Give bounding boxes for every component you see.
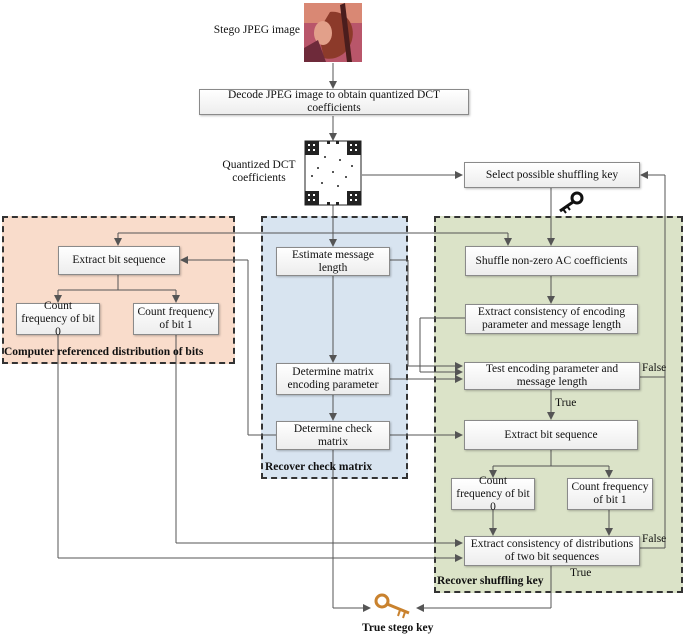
- test-param-box: Test encoding parameter and message leng…: [464, 362, 640, 390]
- encoding-param-box: Determine matrix encoding parameter: [276, 363, 390, 395]
- dct-label: Quantized DCT coefficients: [222, 159, 296, 184]
- consistency-dist-box: Extract consistency of distributions of …: [464, 536, 640, 566]
- true-label-dist: True: [570, 567, 592, 579]
- select-key-box: Select possible shuffling key: [464, 162, 640, 188]
- false-label-test: False: [642, 362, 667, 374]
- dct-coefficient-grid: [304, 140, 362, 206]
- left-region-title: Computer referenced distribution of bits: [4, 346, 204, 358]
- true-stego-key-label: True stego key: [362, 622, 434, 634]
- stego-image-label: Stego JPEG image: [213, 24, 300, 36]
- left-count1-box: Count frequency of bit 1: [133, 303, 219, 335]
- left-extract-bits-box: Extract bit sequence: [58, 246, 180, 275]
- stego-image-thumbnail: [304, 3, 362, 62]
- shuffle-box: Shuffle non-zero AC coefficients: [465, 246, 638, 276]
- false-label-dist: False: [642, 533, 667, 545]
- estimate-length-box: Estimate message length: [276, 247, 390, 276]
- consistency-param-box: Extract consistency of encoding paramete…: [465, 304, 638, 334]
- right-region-title: Recover shuffling key: [437, 575, 544, 587]
- right-extract-bits-box: Extract bit sequence: [464, 420, 638, 450]
- true-label-test: True: [555, 397, 577, 409]
- true-stego-key-icon: [374, 593, 410, 619]
- left-count0-box: Count frequency of bit 0: [16, 300, 100, 338]
- right-count0-box: Count frequency of bit 0: [451, 475, 535, 513]
- check-matrix-box: Determine check matrix: [276, 421, 390, 450]
- right-region: [434, 216, 683, 593]
- middle-region-title: Recover check matrix: [265, 461, 373, 473]
- right-count1-box: Count frequency of bit 1: [567, 478, 653, 510]
- decode-step-box: Decode JPEG image to obtain quantized DC…: [199, 89, 469, 115]
- key-icon: [559, 191, 584, 214]
